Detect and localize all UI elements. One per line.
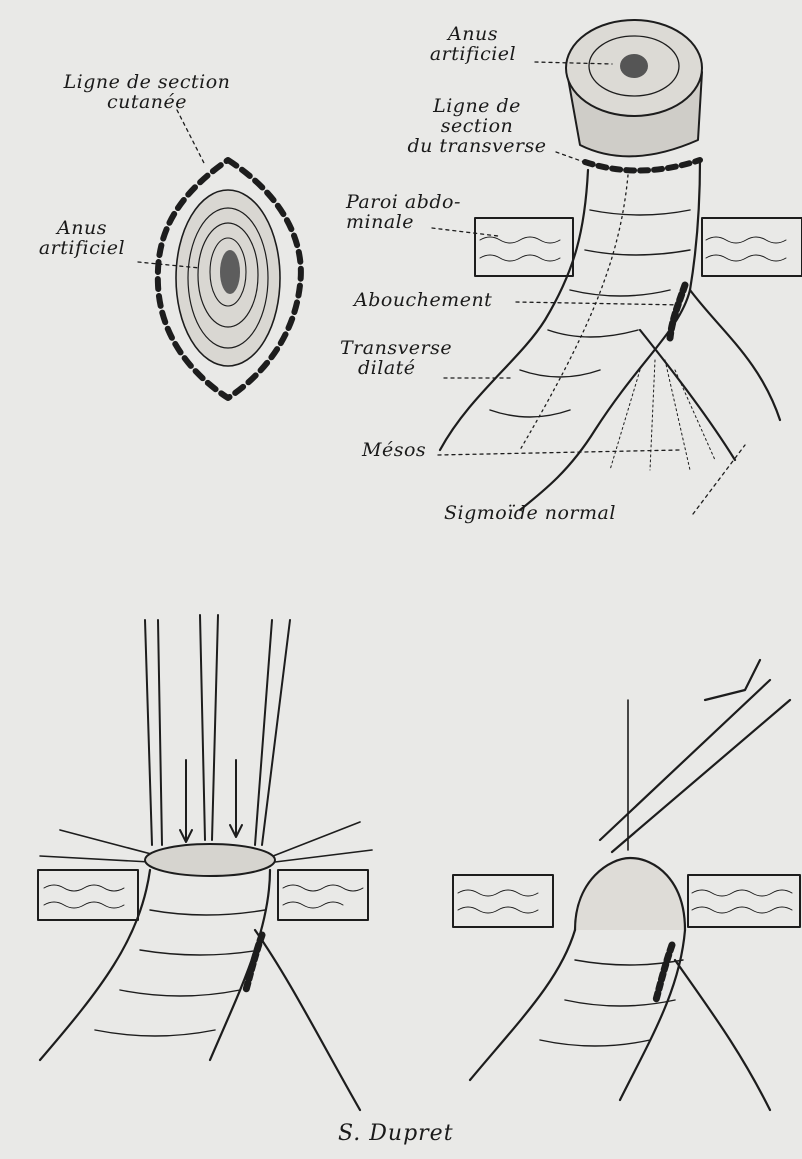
label-mesos: Mésos xyxy=(362,440,426,460)
label-paroi-abdominale: Paroi abdo- minale xyxy=(346,192,461,232)
label-abouchement: Abouchement xyxy=(354,290,492,310)
figure-closure xyxy=(453,660,800,1110)
label-line: section xyxy=(392,116,562,136)
artist-signature: S. Dupret xyxy=(338,1124,454,1144)
stoma-lumen xyxy=(220,250,240,294)
label-line: Transverse xyxy=(340,338,452,358)
label-line: minale xyxy=(346,212,461,232)
label-ligne-section-transverse: Ligne de section du transverse xyxy=(392,96,562,156)
clamp-center xyxy=(200,615,218,840)
label-line: Anus xyxy=(412,24,534,44)
label-anus-artificiel-top: Anus artificiel xyxy=(412,24,534,64)
label-line: Ligne de xyxy=(392,96,562,116)
label-line: cutanée xyxy=(32,92,262,112)
arrow-down-left xyxy=(180,760,192,842)
label-line: artificiel xyxy=(18,238,146,258)
abouchement-mark xyxy=(670,285,685,338)
abdominal-wall-right xyxy=(702,218,802,276)
abdominal-wall-left xyxy=(475,218,573,276)
clamp-right xyxy=(255,620,290,845)
colon-dotted-band xyxy=(520,175,628,450)
label-line: Ligne de section xyxy=(32,72,262,92)
label-line: dilaté xyxy=(340,358,452,378)
colon-haustra xyxy=(490,210,690,417)
closed-dome xyxy=(575,858,685,930)
leader-section-cutanee xyxy=(177,110,205,165)
sigmoid-colon xyxy=(640,290,780,460)
mesentery xyxy=(610,360,715,470)
label-line: artificiel xyxy=(412,44,534,64)
figure-clamps-procedure xyxy=(38,615,372,1110)
label-ligne-section-cutanee: Ligne de section cutanée xyxy=(32,72,262,112)
clamp-left xyxy=(145,620,162,845)
label-line: Paroi abdo- xyxy=(346,192,461,212)
label-line: Anus xyxy=(18,218,146,238)
arrow-down-right xyxy=(230,760,242,837)
figure-skin-incision xyxy=(138,110,301,398)
transverse-section-line xyxy=(585,160,700,171)
closed-stump xyxy=(145,844,275,876)
label-anus-artificiel-left: Anus artificiel xyxy=(18,218,146,258)
label-transverse-dilate: Transverse dilaté xyxy=(340,338,452,378)
label-line: du transverse xyxy=(392,136,562,156)
label-sigmoide-normal: Sigmoïde normal xyxy=(444,503,616,523)
